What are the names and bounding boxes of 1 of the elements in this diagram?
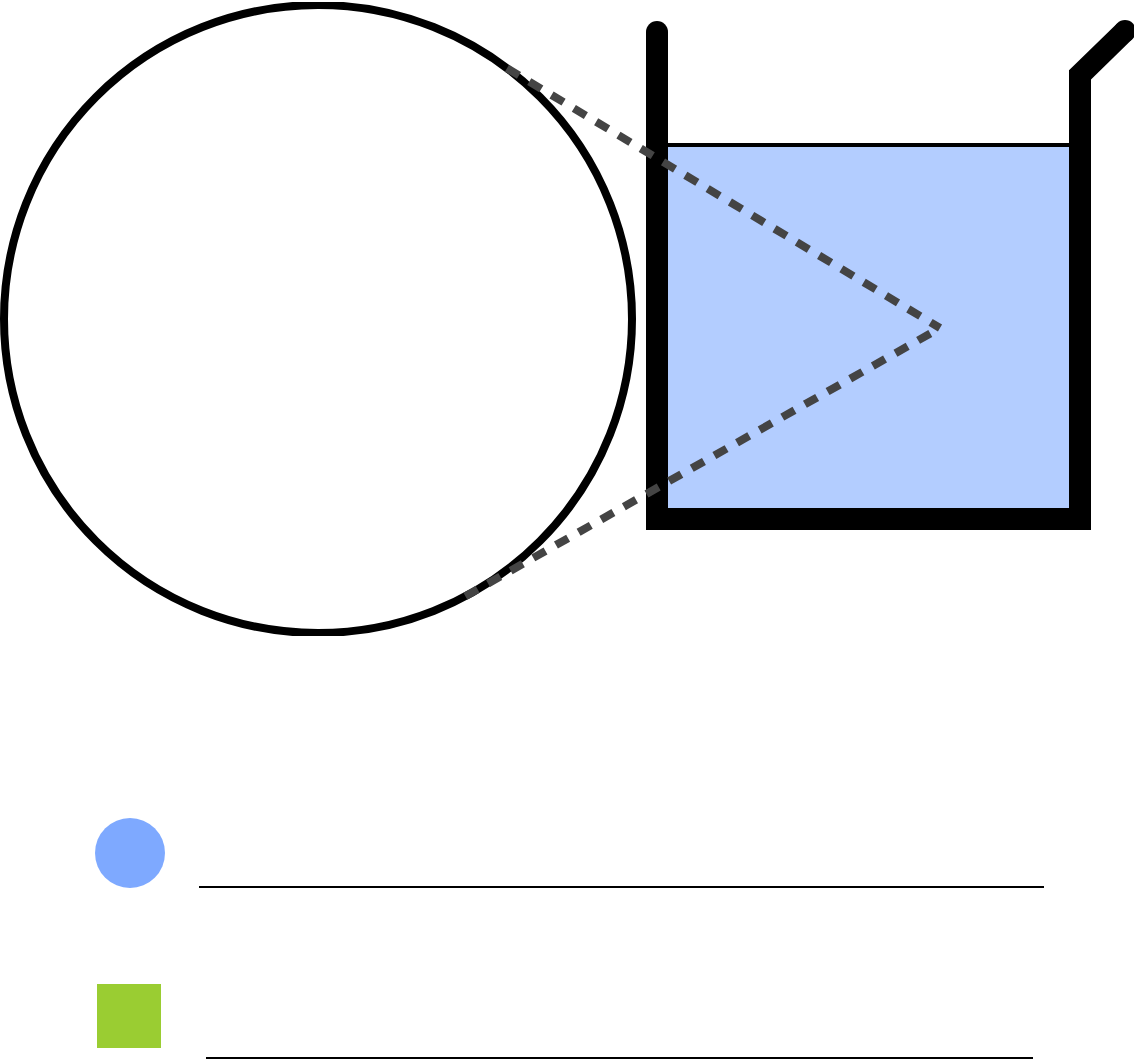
dashed-callout-line (504, 64, 943, 332)
